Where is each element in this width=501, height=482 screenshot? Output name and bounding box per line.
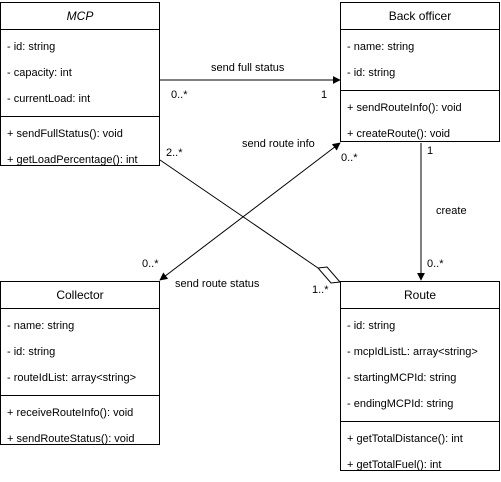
- route-attr-ending-mcp-id: - endingMCPId: string: [347, 398, 454, 410]
- aggregation-mult-mcp: 2..*: [166, 147, 183, 159]
- collector-attr-name: - name: string: [7, 320, 75, 332]
- route-class[interactable]: Route - id: string - mcpIdListL: array<s…: [340, 281, 500, 471]
- mcp-method-get-load-percentage: + getLoadPercentage(): int: [7, 154, 138, 166]
- route-attributes: - id: string - mcpIdListL: array<string>…: [341, 309, 499, 421]
- back-officer-attr-id: - id: string: [347, 67, 396, 79]
- mcp-methods: + sendFullStatus(): void + getLoadPercen…: [1, 116, 159, 177]
- back-officer-attributes: - name: string - id: string: [341, 30, 499, 90]
- aggregation-mult-route: 1..*: [312, 284, 329, 296]
- send-route-info-connector: [159, 142, 341, 281]
- send-route-info-mult-back-officer: 0..*: [341, 152, 358, 164]
- back-officer-class[interactable]: Back officer - name: string - id: string…: [340, 2, 500, 142]
- route-class-name: Route: [341, 282, 499, 309]
- collector-class[interactable]: Collector - name: string - id: string - …: [0, 281, 160, 445]
- mcp-class[interactable]: MCP - id: string - capacity: int - curre…: [0, 2, 160, 166]
- route-attr-starting-mcp-id: - startingMCPId: string: [347, 372, 457, 384]
- mcp-attr-current-load: - currentLoad: int: [7, 93, 91, 105]
- route-methods: + getTotalDistance(): int + getTotalFuel…: [341, 421, 499, 482]
- back-officer-methods: + sendRouteInfo(): void + createRoute():…: [341, 90, 499, 151]
- create-mult-target: 0..*: [427, 258, 444, 270]
- collector-class-name: Collector: [1, 282, 159, 309]
- send-route-info-label: send route info: [242, 138, 315, 150]
- back-officer-class-name: Back officer: [341, 3, 499, 30]
- send-full-status-label: send full status: [211, 62, 285, 74]
- send-route-status-label: send route status: [175, 278, 260, 290]
- collector-methods: + receiveRouteInfo(): void + sendRouteSt…: [1, 395, 159, 456]
- route-method-get-total-fuel: + getTotalFuel(): int: [347, 459, 442, 471]
- back-officer-method-send-route-info: + sendRouteInfo(): void: [347, 102, 462, 114]
- create-mult-source: 1: [427, 145, 434, 157]
- route-method-get-total-distance: + getTotalDistance(): int: [347, 433, 463, 445]
- collector-method-send-route-status: + sendRouteStatus(): void: [7, 433, 135, 445]
- send-full-status-mult-target: 1: [321, 89, 328, 101]
- collector-method-receive-route-info: + receiveRouteInfo(): void: [7, 407, 134, 419]
- mcp-attr-capacity: - capacity: int: [7, 67, 72, 79]
- aggregation-diamond-icon: [316, 266, 342, 284]
- create-label: create: [436, 205, 467, 217]
- mcp-attributes: - id: string - capacity: int - currentLo…: [1, 30, 159, 116]
- mcp-attr-id: - id: string: [7, 41, 56, 53]
- back-officer-method-create-route: + createRoute(): void: [347, 128, 451, 140]
- route-attr-id: - id: string: [347, 320, 396, 332]
- collector-attributes: - name: string - id: string - routeIdLis…: [1, 309, 159, 395]
- mcp-method-send-full-status: + sendFullStatus(): void: [7, 128, 123, 140]
- collector-attr-id: - id: string: [7, 346, 56, 358]
- aggregation-connector: [159, 159, 319, 269]
- send-full-status-mult-source: 0..*: [171, 89, 188, 101]
- back-officer-attr-name: - name: string: [347, 41, 415, 53]
- mcp-class-name: MCP: [1, 3, 159, 30]
- collector-attr-route-id-list: - routeIdList: array<string>: [7, 372, 137, 384]
- send-route-info-mult-collector: 0..*: [142, 258, 159, 270]
- route-attr-mcp-id-list: - mcpIdListL: array<string>: [347, 346, 478, 358]
